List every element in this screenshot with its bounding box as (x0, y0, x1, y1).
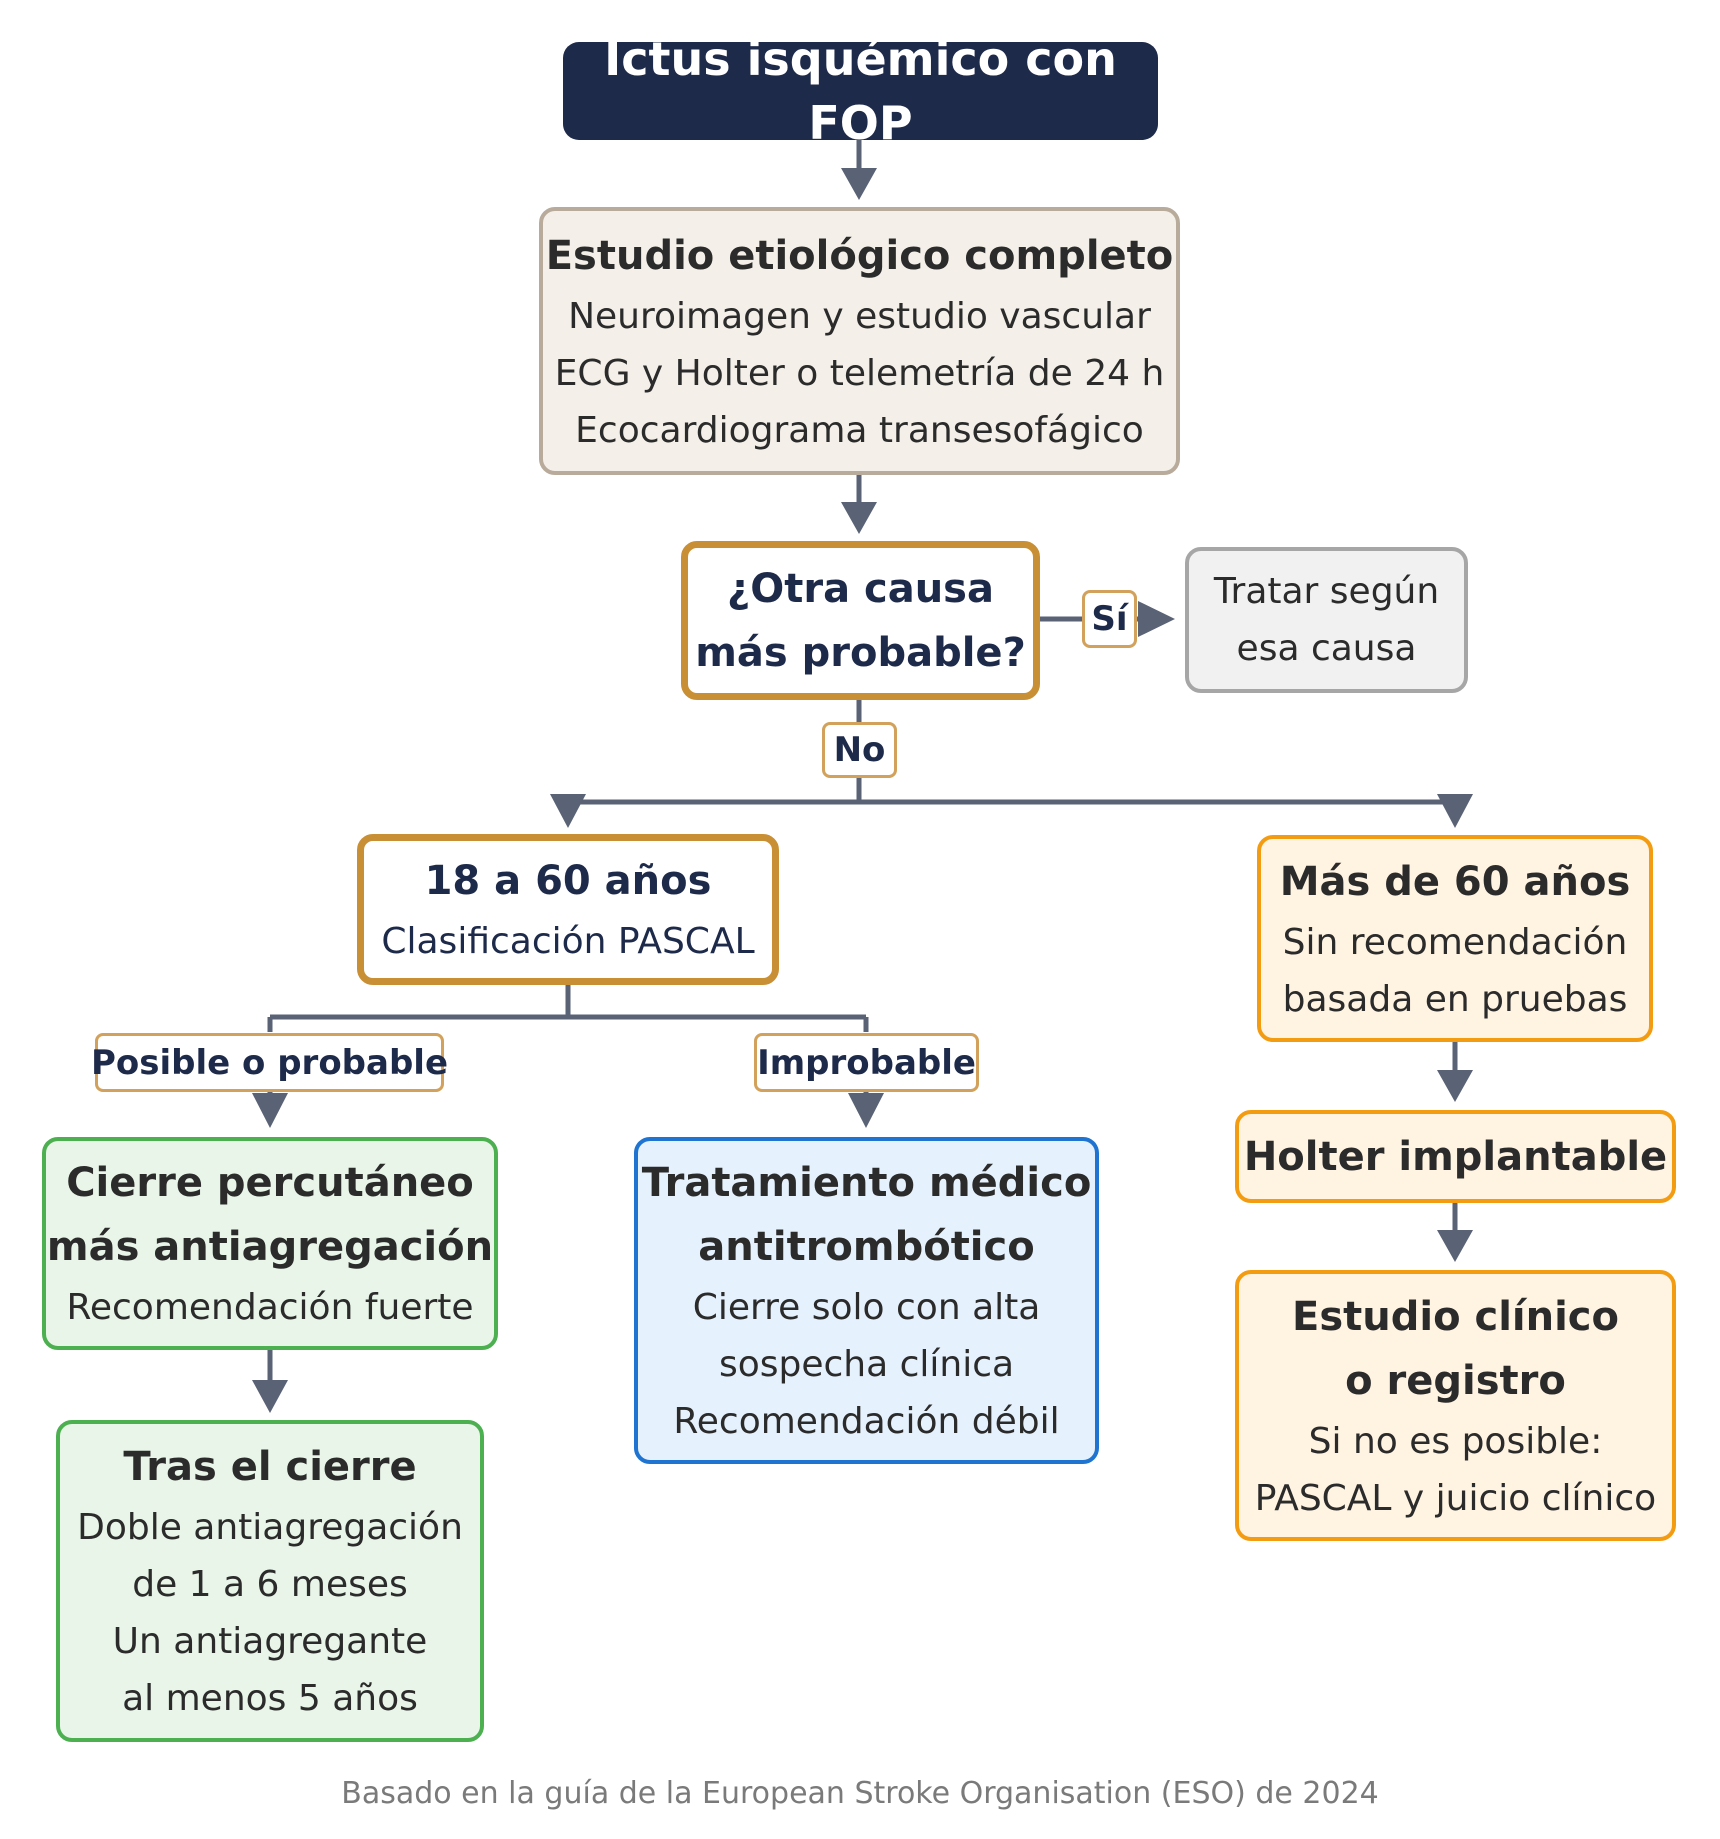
arrowhead-to-clinical-study (1437, 1230, 1473, 1262)
study-heading: Estudio etiológico completo (545, 232, 1174, 279)
yes-label: Sí (1082, 590, 1137, 648)
arrowhead-to-treat (1138, 601, 1175, 637)
study-line: ECG y Holter o telemetría de 24 h (554, 352, 1165, 394)
older-node: Más de 60 años Sin recomendación basada … (1257, 835, 1653, 1042)
study-node: Estudio etiológico completo Neuroimagen … (539, 207, 1180, 475)
arrowhead-to-decision (841, 502, 877, 534)
no-label: No (822, 722, 897, 778)
arrowhead-to-older (1437, 794, 1473, 828)
arrowhead-to-study (841, 168, 877, 200)
after-closure-line: Doble antiagregación (77, 1507, 463, 1548)
study-line: Neuroimagen y estudio vascular (568, 295, 1151, 337)
footer-source: Basado en la guía de la European Stroke … (341, 1776, 1379, 1811)
after-closure-line: de 1 a 6 meses (132, 1564, 408, 1605)
older-line: basada en pruebas (1282, 978, 1628, 1020)
study-line: Ecocardiograma transesofágico (575, 409, 1144, 451)
treat-other-node: Tratar según esa causa (1185, 547, 1468, 693)
arrowhead-to-holter (1437, 1070, 1473, 1102)
clinical-study-line: o registro (1345, 1357, 1566, 1404)
medical-line: antitrombótico (698, 1224, 1035, 1270)
after-closure-line: al menos 5 años (122, 1678, 418, 1719)
medical-sub: Recomendación débil (673, 1401, 1060, 1442)
medical-sub: sospecha clínica (718, 1344, 1015, 1385)
medical-node: Tratamiento médico antitrombótico Cierre… (634, 1137, 1099, 1464)
medical-line: Tratamiento médico (641, 1160, 1092, 1206)
older-line: Sin recomendación (1282, 921, 1628, 963)
closure-node: Cierre percutáneo más antiagregación Rec… (42, 1137, 498, 1350)
clinical-study-node: Estudio clínico o registro Si no es posi… (1235, 1270, 1676, 1541)
treat-other-line: esa causa (1236, 628, 1417, 669)
title-text: Ictus isquémico con FOP (604, 32, 1117, 150)
closure-line: Cierre percutáneo (66, 1160, 474, 1206)
decision-line: ¿Otra causa (727, 565, 994, 612)
arrowhead-to-closure (252, 1093, 288, 1128)
closure-sub: Recomendación fuerte (66, 1287, 474, 1328)
clinical-study-sub: Si no es posible: (1308, 1420, 1603, 1462)
older-heading: Más de 60 años (1279, 858, 1631, 905)
arrowhead-to-after-closure (252, 1380, 288, 1413)
young-line: Clasificación PASCAL (381, 921, 755, 962)
after-closure-heading: Tras el cierre (123, 1444, 417, 1490)
young-node: 18 a 60 años Clasificación PASCAL (357, 834, 779, 985)
holter-heading: Holter implantable (1243, 1133, 1668, 1180)
treat-other-line: Tratar según (1213, 571, 1440, 612)
arrowhead-to-young (550, 794, 586, 828)
clinical-study-line: Estudio clínico (1292, 1293, 1619, 1340)
improbable-label: Improbable (754, 1033, 979, 1092)
holter-node: Holter implantable (1235, 1110, 1676, 1203)
young-heading: 18 a 60 años (424, 858, 712, 904)
medical-sub: Cierre solo con alta (692, 1287, 1041, 1328)
clinical-study-sub: PASCAL y juicio clínico (1254, 1477, 1657, 1519)
closure-line: más antiagregación (46, 1224, 494, 1270)
after-closure-line: Un antiagregante (112, 1621, 428, 1662)
arrowhead-to-medical (848, 1093, 884, 1128)
decision-node: ¿Otra causa más probable? (681, 541, 1040, 700)
title-node: Ictus isquémico con FOP (563, 32, 1158, 150)
after-closure-node: Tras el cierre Doble antiagregación de 1… (56, 1420, 484, 1742)
possible-label: Posible o probable (91, 1033, 448, 1092)
decision-line: más probable? (695, 629, 1026, 676)
